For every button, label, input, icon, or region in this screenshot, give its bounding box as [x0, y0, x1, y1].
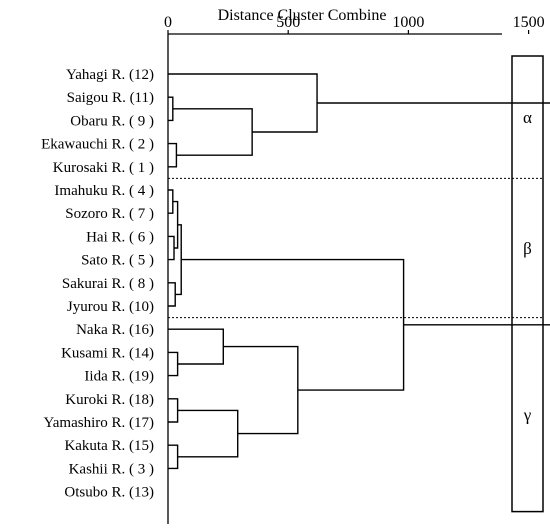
leaf-label: Sato R. ( 5 ) [81, 253, 154, 269]
cluster-groups: α β γ [168, 55, 544, 513]
dendrogram-link [168, 444, 179, 470]
leaf-label: Yahagi R. (12) [66, 67, 154, 83]
group-label: β [523, 239, 532, 258]
dendrogram-link [168, 142, 178, 168]
leaf-label: Saigou R. (11) [67, 90, 154, 106]
x-tick-label: 1500 [513, 14, 545, 31]
leaf-label: Obaru R. ( 9 ) [70, 113, 154, 129]
dendrogram-link [317, 102, 550, 326]
chart-title: Distance Cluster Combine [218, 7, 387, 24]
dendrogram-link [168, 96, 174, 122]
leaf-label: Sakurai R. ( 8 ) [62, 276, 154, 292]
dendrogram-link [177, 409, 239, 458]
dendrogram-links [168, 73, 550, 470]
dendrogram-link [168, 328, 224, 365]
leaf-label: Imahuku R. ( 4 ) [54, 183, 154, 199]
leaf-label: Kashii R. ( 3 ) [69, 461, 154, 477]
leaf-label: Iida R. (19) [84, 369, 154, 385]
leaf-label: Jyurou R. (10) [67, 299, 154, 315]
dendrogram-link [168, 73, 318, 133]
dendrogram-link [168, 282, 176, 307]
dendrogram-link [168, 398, 179, 423]
dendrogram-link [168, 189, 174, 214]
leaf-label: Kuroki R. (18) [65, 392, 154, 408]
dendrogram-link [223, 345, 299, 435]
dendrogram-link [168, 351, 179, 377]
dendrogram-link [168, 235, 175, 261]
dendrogram-link [172, 108, 253, 156]
leaf-label: Naka R. (16) [76, 322, 154, 338]
leaf-label: Kakuta R. (15) [64, 438, 154, 454]
leaf-label: Otsubo R. (13) [64, 485, 154, 501]
leaf-label: Kurosaki R. ( 1 ) [53, 160, 154, 176]
group-label: γ [523, 406, 532, 425]
x-axis: 05001000150020002500 [164, 14, 545, 524]
x-tick-label: 500 [276, 14, 300, 31]
dendrogram-link [181, 258, 405, 391]
leaf-labels: Yahagi R. (12) Saigou R. (11) Obaru R. ( 9… [41, 67, 154, 501]
x-tick-label: 1000 [392, 14, 424, 31]
leaf-label: Kusami R. (14) [61, 345, 154, 361]
group-label: α [523, 108, 532, 127]
leaf-label: Ekawauchi R. ( 2 ) [41, 137, 154, 153]
leaf-label: Hai R. ( 6 ) [86, 229, 154, 245]
leaf-label: Sozoro R. ( 7 ) [65, 206, 154, 222]
x-tick-label: 0 [164, 14, 172, 31]
group-box [511, 55, 544, 513]
leaf-label: Yamashiro R. (17) [43, 415, 154, 431]
